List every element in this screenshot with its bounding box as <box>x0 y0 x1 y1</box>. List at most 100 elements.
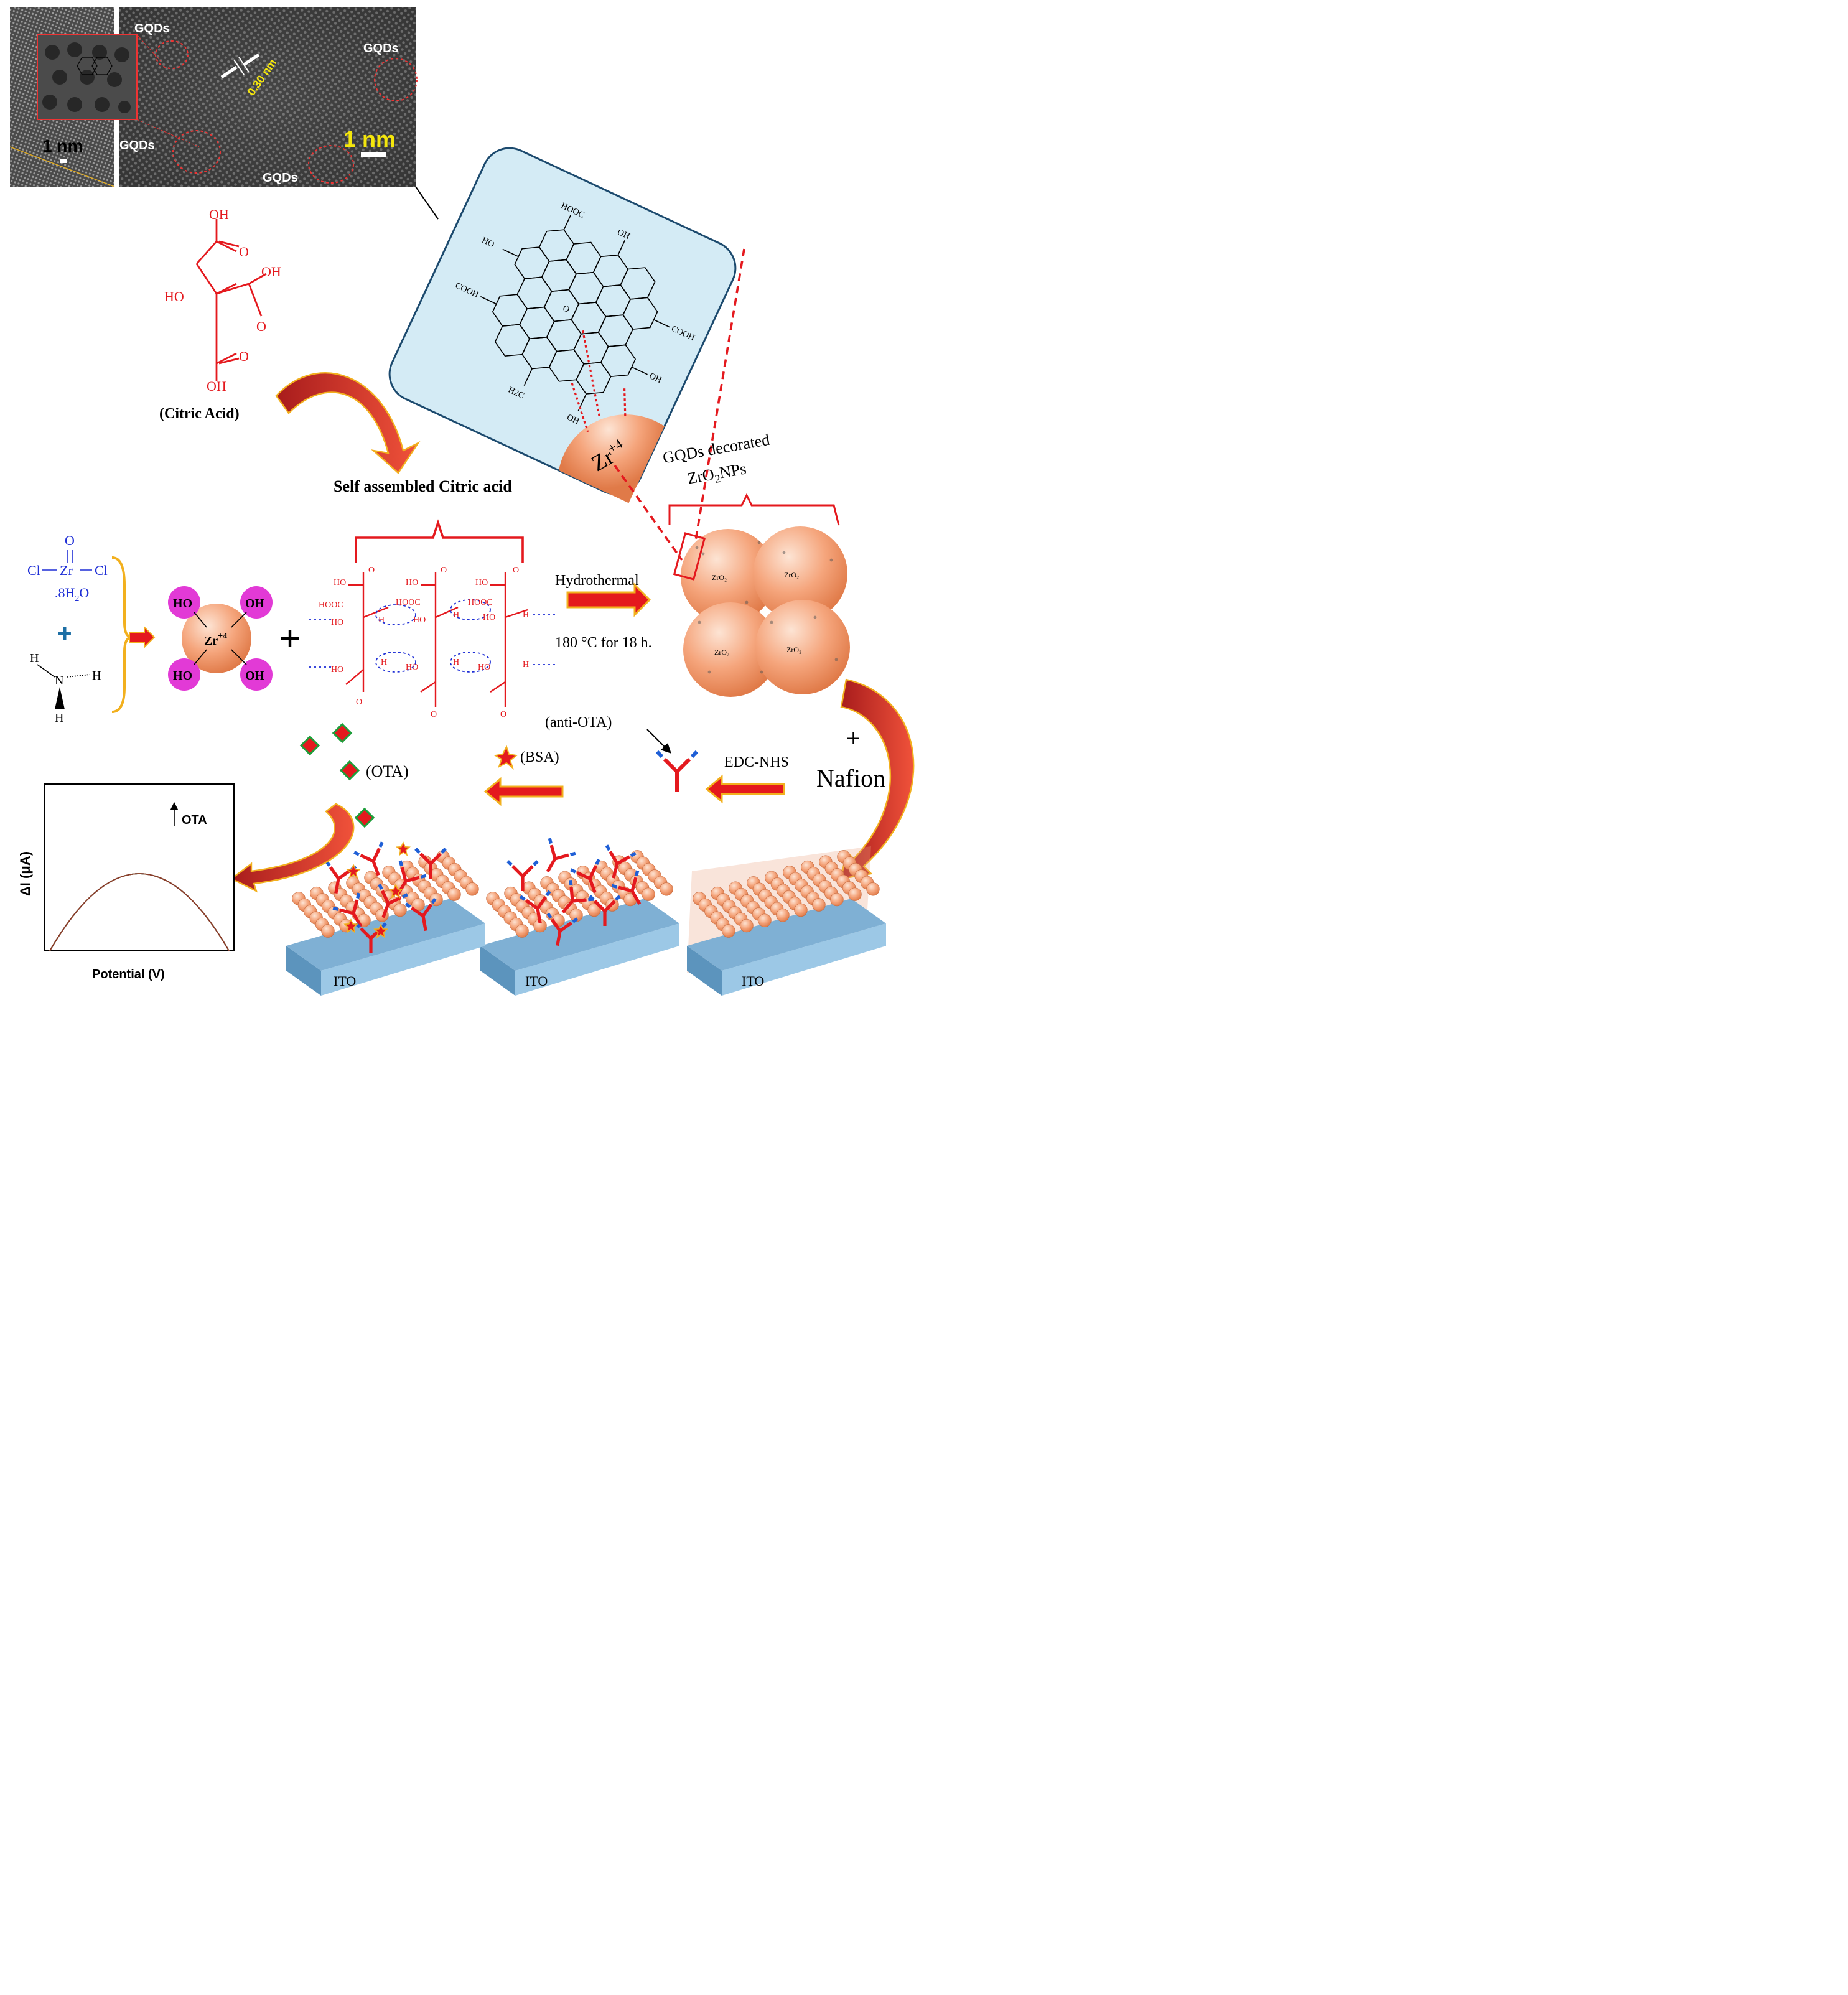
nanoparticle-bump <box>848 887 862 901</box>
gqd-zro2-bracket <box>668 493 840 526</box>
zro2-nanoparticle-cluster: ZrO₂ ZrO₂ ZrO₂ ZrO₂ <box>681 526 850 697</box>
zro2-nanoparticle <box>681 529 775 624</box>
citric-oh: OH <box>209 207 229 222</box>
dpv-plot: OTA ΔI (μA) Potential (V) <box>17 783 235 981</box>
hbond-ellipse <box>450 652 491 673</box>
svg-text:H: H <box>378 615 385 625</box>
edc-nhs-label: EDC-NHS <box>724 754 789 770</box>
nanoparticle-bump <box>393 903 407 917</box>
svg-text:HO: HO <box>173 597 192 610</box>
zro2-nanoparticle <box>755 600 850 694</box>
bsa-star <box>373 923 388 938</box>
zro2-label: ZrO₂ <box>714 648 729 656</box>
antibody-icon <box>655 750 699 792</box>
svg-text:O: O <box>368 566 375 575</box>
svg-text:HO: HO <box>478 663 490 672</box>
plus-sign <box>281 630 299 647</box>
nanoparticle-bump <box>321 924 335 938</box>
svg-text:HO: HO <box>173 669 192 683</box>
inset-group: OH <box>616 228 632 241</box>
svg-text:O: O <box>65 533 75 548</box>
antibody <box>506 860 539 891</box>
nanoparticle-bump <box>660 882 673 896</box>
nanoparticle-bump <box>866 882 880 896</box>
gqd-zro2-label-prefix: ZrO <box>686 465 716 487</box>
zr-center: Zr <box>204 634 218 648</box>
inset-group: HO <box>480 236 496 250</box>
ota-molecules <box>299 722 375 828</box>
hydroxyl-ligand <box>240 586 273 619</box>
svg-text:O: O <box>431 710 437 719</box>
tem-image: GQDs GQDs GQDs GQDs 1 nm 1 nm 0.30 nm <box>9 7 439 220</box>
nafion-label: Nafion <box>816 764 885 792</box>
svg-text:H: H <box>453 610 459 620</box>
dpv-curves <box>49 873 230 951</box>
nanoparticle-bump <box>465 882 479 896</box>
self-assembled-network <box>345 572 528 707</box>
svg-text:H: H <box>30 652 39 665</box>
svg-text:H: H <box>453 658 459 667</box>
svg-text:H: H <box>523 610 529 620</box>
gqd-zro2-label-line1: GQDs decorated <box>661 431 771 467</box>
svg-text:O: O <box>356 698 362 707</box>
svg-text:HO: HO <box>406 663 418 672</box>
dpv-xlabel: Potential (V) <box>92 968 165 981</box>
arrow-right <box>129 625 156 649</box>
svg-text:HOOC: HOOC <box>396 598 421 607</box>
svg-text:HO: HO <box>483 613 495 622</box>
gqd-circle <box>172 130 221 174</box>
svg-text:HOOC: HOOC <box>319 600 343 610</box>
curved-arrow <box>840 678 915 880</box>
zr-cation-sphere <box>559 414 665 503</box>
svg-text:Zr+4: Zr+4 <box>204 632 227 648</box>
hbond-ellipse <box>375 604 416 625</box>
dpv-arrow-label: OTA <box>182 813 207 827</box>
antibody <box>332 892 363 928</box>
antibody-layer <box>325 841 447 953</box>
zr-center-charge: +4 <box>218 632 227 641</box>
svg-text:HO: HO <box>331 665 343 675</box>
citric-o: O <box>239 244 249 259</box>
curved-arrow <box>230 803 355 893</box>
svg-text:OH: OH <box>245 597 265 610</box>
citric-acid-structure <box>195 219 267 381</box>
scale-label-left: 1 nm <box>42 136 83 156</box>
zro2-nanoparticle <box>753 526 847 621</box>
antibody <box>546 838 576 873</box>
hydroxyl-ligand <box>168 658 200 691</box>
nanoparticle-bump <box>776 909 790 922</box>
gqd-label: GQDs <box>134 22 170 35</box>
citric-acid-label: (Citric Acid) <box>159 406 240 422</box>
dpv-curve <box>49 873 230 951</box>
inset-panel <box>388 147 737 495</box>
hydrothermal-condition: 180 °C for 18 h. <box>555 635 652 651</box>
nanoparticle-bump <box>758 913 772 927</box>
hexagon-outline <box>91 57 113 75</box>
ito-label: ITO <box>334 973 356 989</box>
pointer-arrow <box>646 729 671 754</box>
arrow-right <box>566 582 651 617</box>
zoom-region-box <box>673 532 706 581</box>
gqd-label: GQDs <box>363 42 399 55</box>
svg-text:ZrO2NPs: ZrO2NPs <box>686 459 748 490</box>
svg-text:.8H2O: .8H2O <box>55 585 89 604</box>
nanoparticle-bump <box>642 887 655 901</box>
antibody <box>378 884 408 918</box>
gqd-label: GQDs <box>119 139 155 152</box>
gqd-circle <box>374 58 418 101</box>
svg-text:H: H <box>523 660 529 670</box>
bsa-icon <box>493 745 518 770</box>
svg-text:Cl: Cl <box>95 563 108 578</box>
ota-label: (OTA) <box>366 762 409 780</box>
hbond-ellipse <box>450 599 491 620</box>
self-assembled-bracket <box>355 519 524 563</box>
svg-text:H: H <box>381 658 387 667</box>
citric-o: O <box>256 319 266 334</box>
zro2-label: ZrO₂ <box>712 573 727 582</box>
svg-text:HO: HO <box>475 578 488 587</box>
antibody-layer <box>506 838 642 946</box>
hydroxyl-ligand <box>168 586 200 619</box>
svg-text:Cl: Cl <box>27 563 40 578</box>
gqd-zro2-label-sub: 2 <box>714 472 721 485</box>
ito-electrode-2: ITO <box>480 850 679 996</box>
